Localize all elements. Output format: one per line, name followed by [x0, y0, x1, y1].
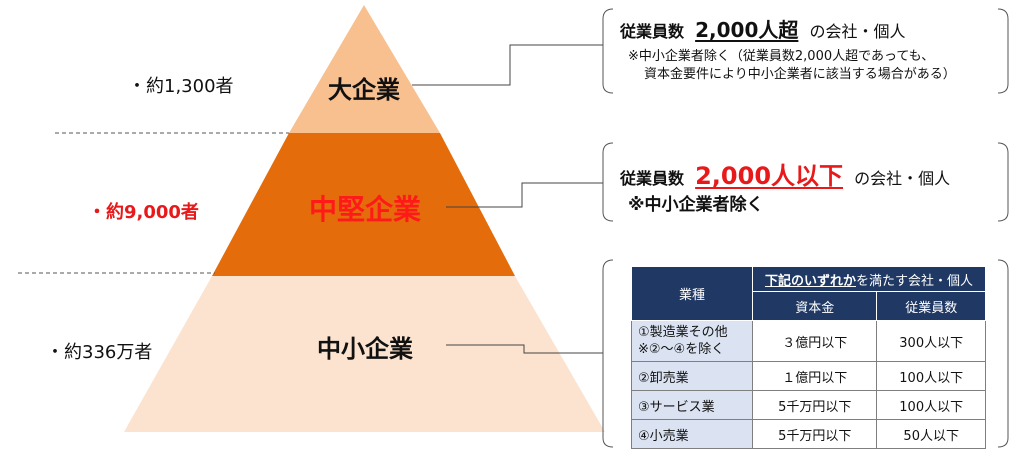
- table-cell-industry: ②卸売業: [631, 361, 753, 391]
- table-cell-industry: ③サービス業: [631, 390, 753, 420]
- box-sme-left-bracket: [602, 259, 614, 448]
- table-cell-capital: ３億円以下: [751, 320, 878, 362]
- large-note-line1: ※中小企業者除く（従業員数2,000人超であっても、: [628, 49, 935, 64]
- table-header-rest: を満たす会社・個人: [856, 273, 974, 289]
- table-cell-employees: 100人以下: [876, 361, 986, 391]
- table-cell-employees: 100人以下: [876, 390, 986, 420]
- mid-note: ※中小企業者除く: [628, 195, 764, 215]
- table-header-industry: 業種: [631, 266, 753, 321]
- table-header-employees: 従業員数: [876, 291, 986, 321]
- pyramid-bottom-tier: [124, 276, 605, 432]
- table-cell-capital: 5千万円以下: [751, 419, 878, 449]
- table-row: ①製造業その他※②～④を除く ３億円以下 300人以下: [631, 320, 986, 362]
- box-mid-left-bracket: [602, 142, 614, 222]
- table-header-row-2: 資本金 従業員数: [632, 291, 986, 321]
- connector-large: [412, 44, 603, 86]
- mid-value: 2,000人以下: [695, 162, 844, 190]
- box-sme-right-bracket: [997, 259, 1009, 448]
- pyramid-top-tier: [289, 5, 440, 133]
- tier-label-large: 大企業: [328, 76, 400, 104]
- pyramid-middle-tier: [212, 133, 515, 276]
- tier-label-sme: 中小企業: [317, 335, 413, 363]
- count-sme: ・約336万者: [46, 342, 153, 363]
- connector-mid: [446, 182, 603, 208]
- count-mid: ・約9,000者: [88, 202, 199, 223]
- table-row: ④小売業 5千万円以下 50人以下: [631, 419, 986, 449]
- large-suffix: の会社・個人: [809, 22, 906, 41]
- table-header-row-1: 業種 下記のいずれかを満たす会社・個人: [631, 266, 986, 321]
- table-cell-capital: 5千万円以下: [751, 390, 878, 420]
- large-prefix: 従業員数: [620, 22, 685, 41]
- tier-label-mid: 中堅企業: [308, 193, 421, 226]
- table-header-capital: 資本金: [751, 291, 878, 321]
- table-row: ③サービス業 5千万円以下 100人以下: [631, 390, 986, 420]
- table-header-criteria: 下記のいずれかを満たす会社・個人: [752, 266, 986, 292]
- mid-prefix: 従業員数: [620, 169, 685, 188]
- table-header-emph: 下記のいずれか: [764, 273, 856, 289]
- table-row: ②卸売業 １億円以下 100人以下: [631, 361, 986, 391]
- mid-definition: 従業員数 2,000人以下 の会社・個人: [620, 156, 950, 191]
- box-large-left-bracket: [602, 8, 614, 94]
- large-value: 2,000人超: [695, 18, 799, 42]
- connector-sme: [446, 344, 603, 354]
- table-cell-employees: 50人以下: [876, 419, 986, 449]
- large-note-line2: 資本金要件により中小企業者に該当する場合がある）: [644, 67, 956, 82]
- table-cell-industry: ①製造業その他※②～④を除く: [631, 320, 753, 362]
- mid-suffix: の会社・個人: [854, 169, 951, 188]
- large-definition: 従業員数 2,000人超 の会社・個人: [620, 14, 905, 43]
- count-large: ・約1,300者: [128, 76, 234, 97]
- table-cell-capital: １億円以下: [751, 361, 878, 391]
- sme-criteria-table: 業種 下記のいずれかを満たす会社・個人 資本金 従業員数 ①製造業その他※②～④…: [631, 266, 986, 449]
- table-cell-industry: ④小売業: [631, 419, 753, 449]
- table-cell-employees: 300人以下: [876, 320, 986, 362]
- box-mid-right-bracket: [997, 142, 1009, 222]
- box-large-right-bracket: [997, 8, 1009, 94]
